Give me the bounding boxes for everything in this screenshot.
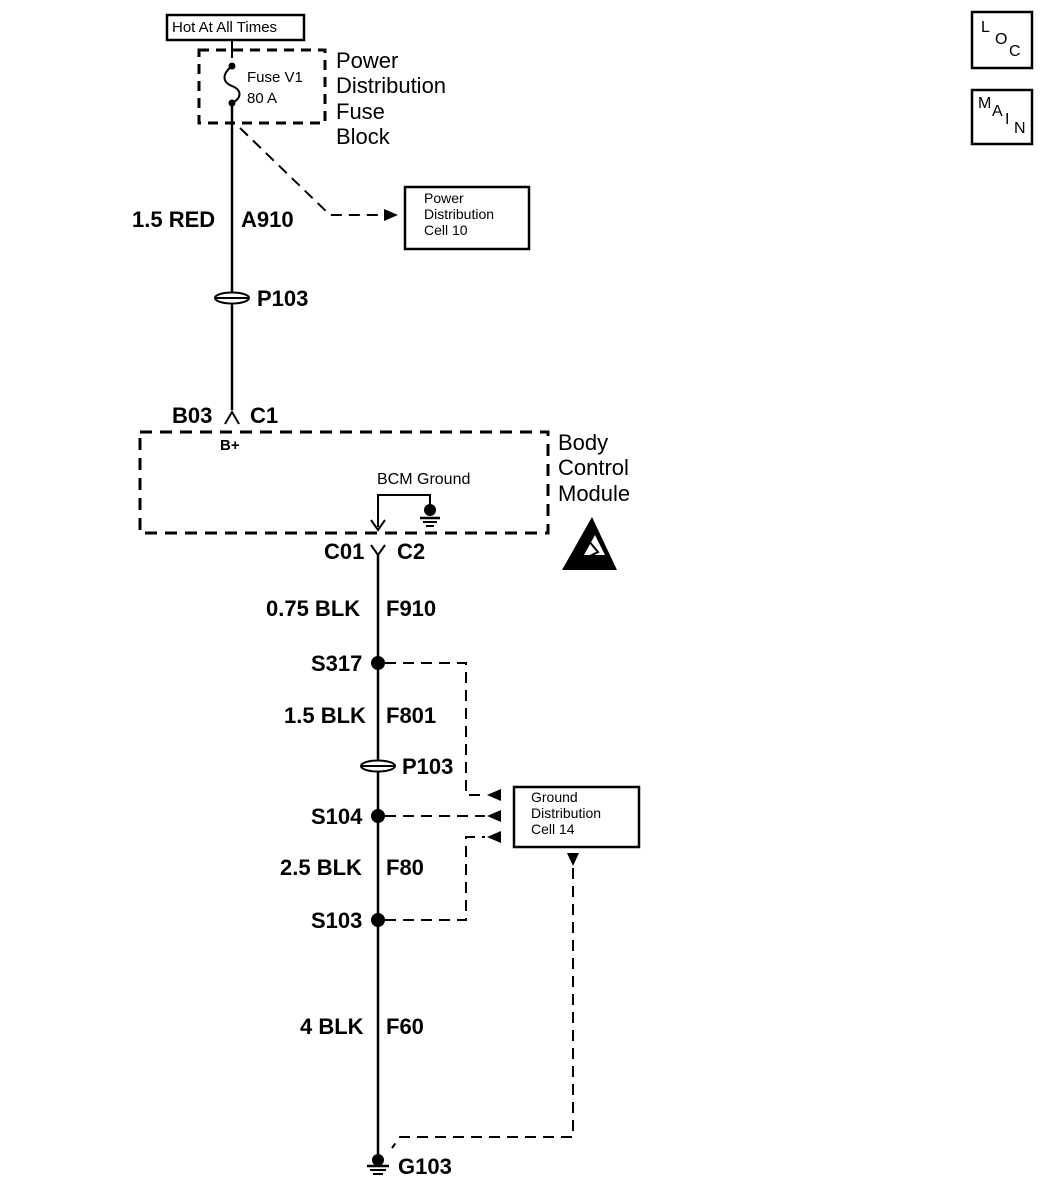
g103-ref-line (391, 868, 574, 1149)
bcm-terminal-bplus: B+ (220, 437, 240, 454)
power-dist-cell-line: Distribution (424, 206, 495, 223)
wire-f80-gauge: 2.5 BLK (280, 855, 362, 880)
bcm-label-line: Module (558, 480, 631, 506)
fuse-symbol (223, 62, 241, 107)
splice-s317-label: S317 (311, 651, 363, 676)
wire-a910-gauge: 1.5 RED (132, 207, 216, 232)
ground-dist-cell-label: Ground Distribution Cell 14 (531, 789, 601, 837)
main-icon-letter: M (978, 95, 992, 112)
power-dist-ref-line (239, 127, 385, 216)
bcm-label: Body Control Module (558, 430, 630, 506)
bcm-ground-symbol (420, 504, 440, 527)
bcm-pin-c01: C01 (324, 539, 365, 564)
fuse-block-label-line: Distribution (336, 73, 447, 99)
bcm-connector-c1: C1 (250, 403, 279, 428)
wire-f910-gauge: 0.75 BLK (266, 596, 361, 621)
wire-a910-circuit: A910 (241, 207, 294, 232)
ground-dist-cell-line: Cell 14 (531, 821, 575, 838)
main-icon-letter: I (1005, 111, 1010, 128)
connector-c2-symbol (370, 544, 386, 557)
power-dist-cell-line: Power (424, 190, 464, 206)
hot-at-all-times-label: Hot At All Times (172, 19, 278, 36)
wire-f80-circuit: F80 (386, 855, 424, 880)
bcm-ground-path (377, 494, 431, 527)
fuse-rating: 80 A (247, 90, 278, 107)
splice-s103-label: S103 (311, 908, 363, 933)
connector-c1-symbol (224, 410, 240, 425)
connector-p103-bottom-label: P103 (402, 754, 454, 779)
wire-f910-circuit: F910 (386, 596, 437, 621)
fuse-block-label-line: Fuse (336, 98, 385, 124)
fuse-block-label-line: Block (336, 123, 390, 149)
bcm-label-line: Body (558, 430, 609, 455)
fuse-name: Fuse V1 (247, 69, 303, 86)
splice-s104-label: S104 (311, 804, 363, 829)
loc-icon-frame (970, 10, 1034, 70)
power-dist-cell-label: Power Distribution Cell 10 (424, 190, 494, 238)
s103-ref-line (385, 836, 485, 921)
fuse-block-label-line: Power (336, 48, 399, 73)
fuse-block-box (197, 48, 327, 125)
splice-s104-dot (371, 809, 385, 823)
ground-g103-symbol (367, 1154, 389, 1175)
splice-s317-dot (371, 656, 385, 670)
esd-warning-icon (562, 517, 617, 570)
connector-p103-top-label: P103 (257, 286, 309, 311)
main-icon-letter: A (992, 103, 1003, 120)
ground-dist-cell-box (512, 785, 641, 849)
ground-dist-cell-line: Ground (531, 789, 578, 805)
wire-f60-circuit: F60 (386, 1014, 424, 1039)
bcm-connector-c2: C2 (397, 539, 426, 564)
bcm-label-line: Control (558, 455, 629, 481)
s317-ref-line (385, 662, 485, 796)
main-icon-frame (970, 88, 1034, 146)
wire-f801-circuit: F801 (386, 703, 437, 728)
loc-icon: L O C (972, 12, 1032, 68)
ground-g103-label: G103 (398, 1154, 452, 1179)
wire-f801-gauge: 1.5 BLK (284, 703, 366, 728)
main-icon-letter: N (1014, 120, 1026, 137)
power-dist-arrowhead (384, 209, 398, 221)
power-dist-cell-line: Cell 10 (424, 222, 468, 239)
splice-s103-dot (371, 913, 385, 927)
loc-icon-letter: L (981, 19, 990, 36)
loc-icon-letter: O (995, 31, 1008, 48)
connector-p103-top-symbol (214, 291, 250, 305)
bcm-box (138, 430, 550, 535)
ground-dist-cell-line: Distribution (531, 805, 602, 822)
loc-icon-letter: C (1009, 43, 1021, 60)
main-icon: M A I N (972, 90, 1032, 144)
power-dist-cell-box (403, 185, 531, 251)
wire-f60-gauge: 4 BLK (300, 1014, 364, 1039)
connector-p103-bottom-symbol (360, 759, 396, 773)
fuse-block-label: Power Distribution Fuse Block (336, 48, 446, 149)
bcm-pin-b03: B03 (172, 403, 213, 428)
hot-at-all-times-box (165, 13, 306, 42)
bcm-ground-label: BCM Ground (377, 471, 471, 488)
